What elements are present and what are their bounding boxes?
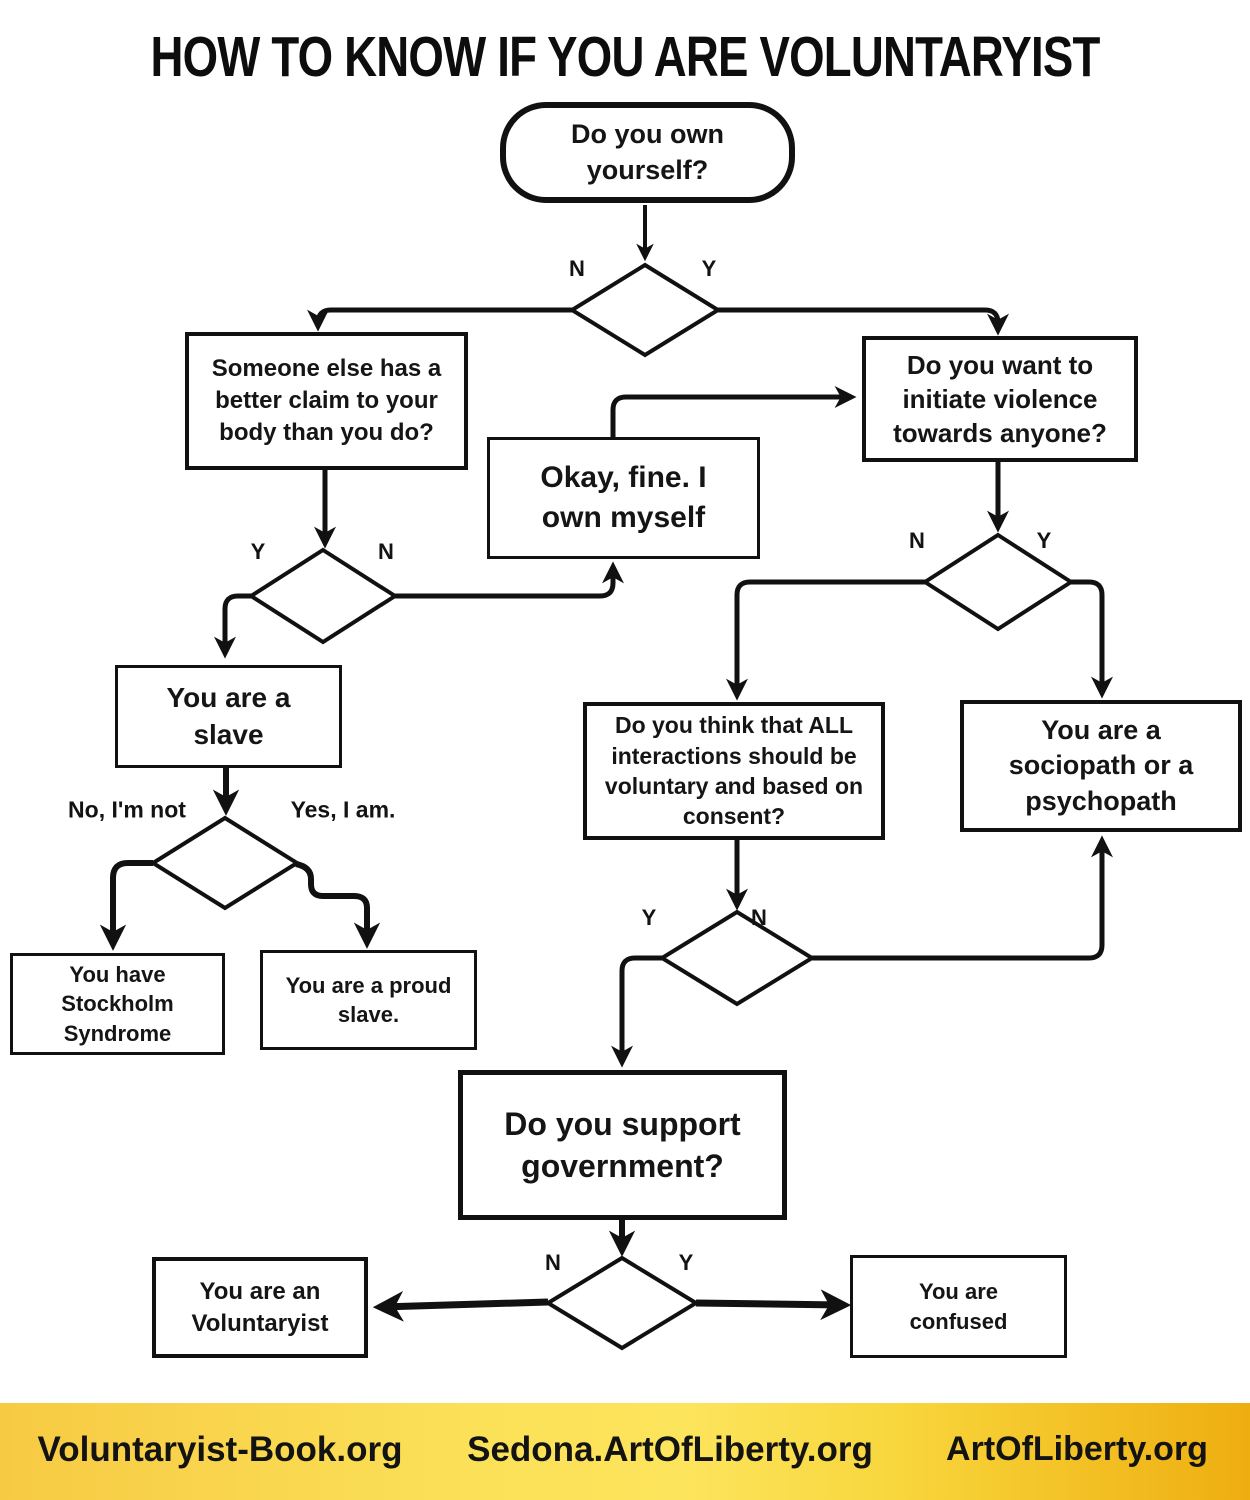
edge-d1-claim <box>306 307 574 332</box>
edge-d5-government <box>610 955 662 1068</box>
edge-d2-slave <box>213 593 253 659</box>
node-stockholm-syndrome: You have Stockholm Syndrome <box>10 953 225 1055</box>
node-voluntaryist: You are an Voluntaryist <box>152 1257 368 1358</box>
edge-d1-violence <box>716 307 1010 336</box>
edge-d3-proud <box>295 861 381 949</box>
decision-violence-diamond <box>921 532 1075 632</box>
edge-d6-confused <box>695 1289 852 1321</box>
edge-okay-violence <box>610 385 857 437</box>
node-okay-own-myself: Okay, fine. I own myself <box>487 437 760 559</box>
decision-consent-diamond <box>658 909 816 1007</box>
edge-label-d5-y: Y <box>641 905 657 930</box>
node-start: Do you own yourself? <box>500 102 795 203</box>
node-support-government: Do you support government? <box>458 1070 787 1220</box>
decision-slave-accept-diamond <box>149 815 301 911</box>
edge-d4-sociopath <box>1071 579 1114 699</box>
edge-label-d2-y: Y <box>250 539 266 564</box>
decision-government-diamond <box>544 1255 700 1351</box>
edge-label-d5-n: N <box>751 905 767 930</box>
edge-d4-consent <box>725 579 925 701</box>
node-proud-slave: You are a proud slave. <box>260 950 477 1050</box>
node-better-claim: Someone else has a better claim to your … <box>185 332 468 470</box>
edge-label-d4-y: Y <box>1036 528 1052 553</box>
edge-label-d3-yes: Yes, I am. <box>290 796 396 823</box>
decision-better-claim-diamond <box>247 547 399 645</box>
edge-label-d6-n: N <box>545 1250 561 1275</box>
node-initiate-violence: Do you want to initiate violence towards… <box>862 336 1138 462</box>
node-you-are-slave: You are a slave <box>115 665 342 768</box>
footer-link-sedona-artofliberty: Sedona.ArtOfLiberty.org <box>467 1429 873 1469</box>
edge-d2-okay <box>395 561 625 599</box>
edge-label-d4-n: N <box>909 528 925 553</box>
edge-d6-voluntaryist <box>372 1290 549 1322</box>
node-confused: You are confused <box>850 1255 1067 1358</box>
edge-label-d2-n: N <box>378 539 394 564</box>
footer-bar: Voluntaryist-Book.org Sedona.ArtOfLibert… <box>0 1403 1250 1500</box>
footer-link-voluntaryist-book: Voluntaryist-Book.org <box>37 1429 403 1469</box>
edge-d5-sociopath <box>812 835 1114 961</box>
page-title: HOW TO KNOW IF YOU ARE VOLUNTARYIST <box>150 25 1100 89</box>
decision-own-yourself-diamond <box>568 262 722 358</box>
edge-label-d3-no: No, I'm not <box>68 796 186 823</box>
footer-link-artofliberty: ArtOfLiberty.org <box>946 1429 1208 1468</box>
node-all-interactions-consent: Do you think that ALL interactions shoul… <box>583 702 885 840</box>
edge-label-d1-n: N <box>569 256 585 281</box>
edge-label-d1-y: Y <box>701 256 717 281</box>
edge-label-d6-y: Y <box>678 1250 694 1275</box>
node-sociopath: You are a sociopath or a psychopath <box>960 700 1242 832</box>
edge-d3-stockholm <box>99 860 153 951</box>
